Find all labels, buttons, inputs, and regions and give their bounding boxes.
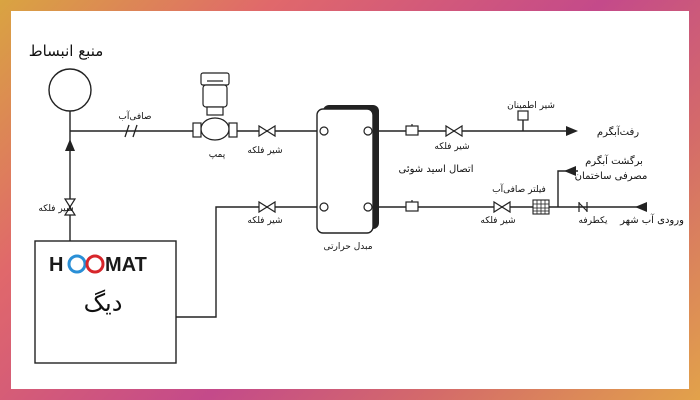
heat-exchanger-label: مبدل حرارتی <box>323 242 372 252</box>
return-hot-label: برگشت آبگرم <box>585 154 643 167</box>
union-label: اتصال اسید شوئی <box>399 164 474 175</box>
boiler-label: دیگ <box>84 289 123 317</box>
diagram-canvas: منبع انبساط شیر فلکه صافی‌آب <box>11 11 689 389</box>
safety-valve-icon[interactable] <box>517 110 529 121</box>
city-inlet-label: ورودی آب شهر <box>619 213 684 226</box>
brand-o-red <box>85 254 105 274</box>
gate-valve-mid[interactable] <box>445 124 463 138</box>
inlet-arrow <box>635 202 647 212</box>
check-valve-icon <box>578 202 588 212</box>
brand-o-blue <box>67 254 87 274</box>
pump-label: پمپ <box>209 150 226 160</box>
brand-logo: H MAT <box>49 254 147 276</box>
gate-valve-bottom-label: شیر فلکه <box>247 216 282 226</box>
pump-icon[interactable] <box>192 72 238 141</box>
gate-valve-left[interactable] <box>63 198 77 216</box>
filter-icon <box>532 199 550 215</box>
check-valve-label: یکطرفه <box>579 216 608 226</box>
gate-valve-left-label: شیر فلکه <box>38 204 73 214</box>
building-usage-label: مصرفی ساختمان <box>575 171 648 182</box>
filter-label: فیلتر صافی‌آب <box>492 183 546 195</box>
expansion-tank <box>48 68 92 112</box>
up-arrow <box>65 139 75 151</box>
brand-name-left: H <box>49 254 63 276</box>
boiler <box>34 240 177 364</box>
safety-valve-label: شیر اطمینان <box>507 101 555 111</box>
strainer-icon <box>124 124 138 138</box>
union-fittings <box>405 124 419 212</box>
gate-valve-bottom[interactable] <box>258 200 276 214</box>
gate-valve-top-label: شیر فلکه <box>247 146 282 156</box>
supply-out-label: رفت‌آبگرم <box>597 125 639 138</box>
gate-valve-top[interactable] <box>258 124 276 138</box>
gate-valve-right-label: شیر فلکه <box>480 216 515 226</box>
gate-valve-mid-label: شیر فلکه <box>434 142 469 152</box>
brand-name-right: MAT <box>105 254 147 276</box>
supply-arrow <box>566 126 578 136</box>
gate-valve-right[interactable] <box>493 200 511 214</box>
return-arrow <box>564 166 576 176</box>
piping-diagram: منبع انبساط شیر فلکه صافی‌آب <box>29 42 684 364</box>
flow-arrows <box>65 126 647 212</box>
strainer-label: صافی‌آب <box>118 110 151 122</box>
expansion-tank-label: منبع انبساط <box>29 42 104 60</box>
heat-exchanger <box>316 105 379 234</box>
